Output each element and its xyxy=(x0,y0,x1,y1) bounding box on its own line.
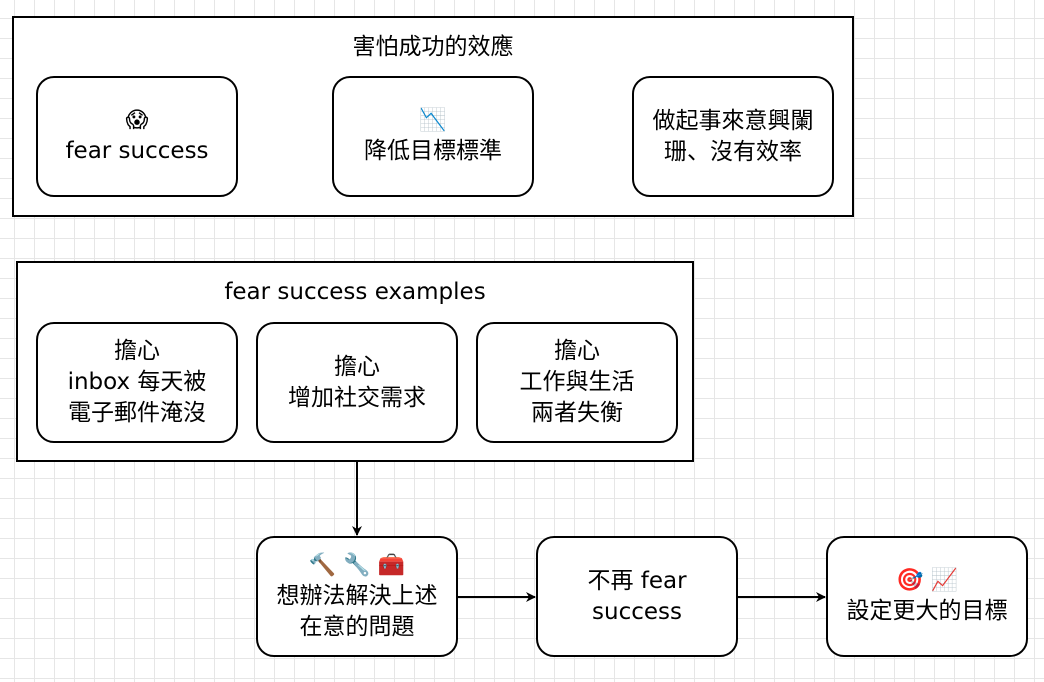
node-label-line-2: inbox 每天被 xyxy=(67,369,207,395)
node-label: 設定更大的目標 xyxy=(846,598,1008,624)
node-label-line-1: 想辦法解決上述 xyxy=(276,582,438,609)
node-label: fear success xyxy=(65,138,209,164)
chart-decreasing-icon: 📉 xyxy=(419,108,447,133)
target-chart-increasing-icon: 🎯 📈 xyxy=(896,568,958,593)
node-lower-standards[interactable]: 📉 降低目標標準 xyxy=(332,76,534,197)
node-label-line-2: 珊、沒有效率 xyxy=(664,138,802,165)
node-label-line-3: 兩者失衡 xyxy=(531,400,623,426)
node-label-line-2: 增加社交需求 xyxy=(288,384,426,411)
node-label-line-2: 工作與生活 xyxy=(519,369,635,395)
node-low-efficiency[interactable]: 做起事來意興闌 珊、沒有效率 xyxy=(632,76,834,197)
hammer-wrench-toolbox-icon: 🔨 🔧 🧰 xyxy=(308,552,406,578)
node-bigger-goals[interactable]: 🎯 📈 設定更大的目標 xyxy=(826,536,1028,657)
node-label: 降低目標標準 xyxy=(364,138,502,164)
node-label-line-1: 不再 fear xyxy=(587,567,687,594)
node-label-line-3: 電子郵件淹沒 xyxy=(68,400,206,426)
node-label-line-2: 在意的問題 xyxy=(299,613,415,640)
node-example-work-life[interactable]: 擔心 工作與生活 兩者失衡 xyxy=(476,322,678,443)
node-label-line-2: success xyxy=(592,598,682,625)
node-label-line-1: 擔心 xyxy=(114,338,160,364)
group-title: 害怕成功的效應 xyxy=(352,34,514,60)
node-label-line-1: 擔心 xyxy=(554,338,600,364)
node-no-more-fear[interactable]: 不再 fear success xyxy=(536,536,738,657)
screaming-face-icon: 😱 xyxy=(125,108,149,133)
node-example-social[interactable]: 擔心 增加社交需求 xyxy=(256,322,458,443)
node-label-line-1: 擔心 xyxy=(334,353,380,380)
node-label-line-1: 做起事來意興闌 xyxy=(652,107,814,134)
group-title: fear success examples xyxy=(224,279,486,305)
node-solve-problems[interactable]: 🔨 🔧 🧰 想辦法解決上述 在意的問題 xyxy=(256,536,458,657)
node-fear-success[interactable]: 😱 fear success xyxy=(36,76,238,197)
node-example-inbox[interactable]: 擔心 inbox 每天被 電子郵件淹沒 xyxy=(36,322,238,443)
